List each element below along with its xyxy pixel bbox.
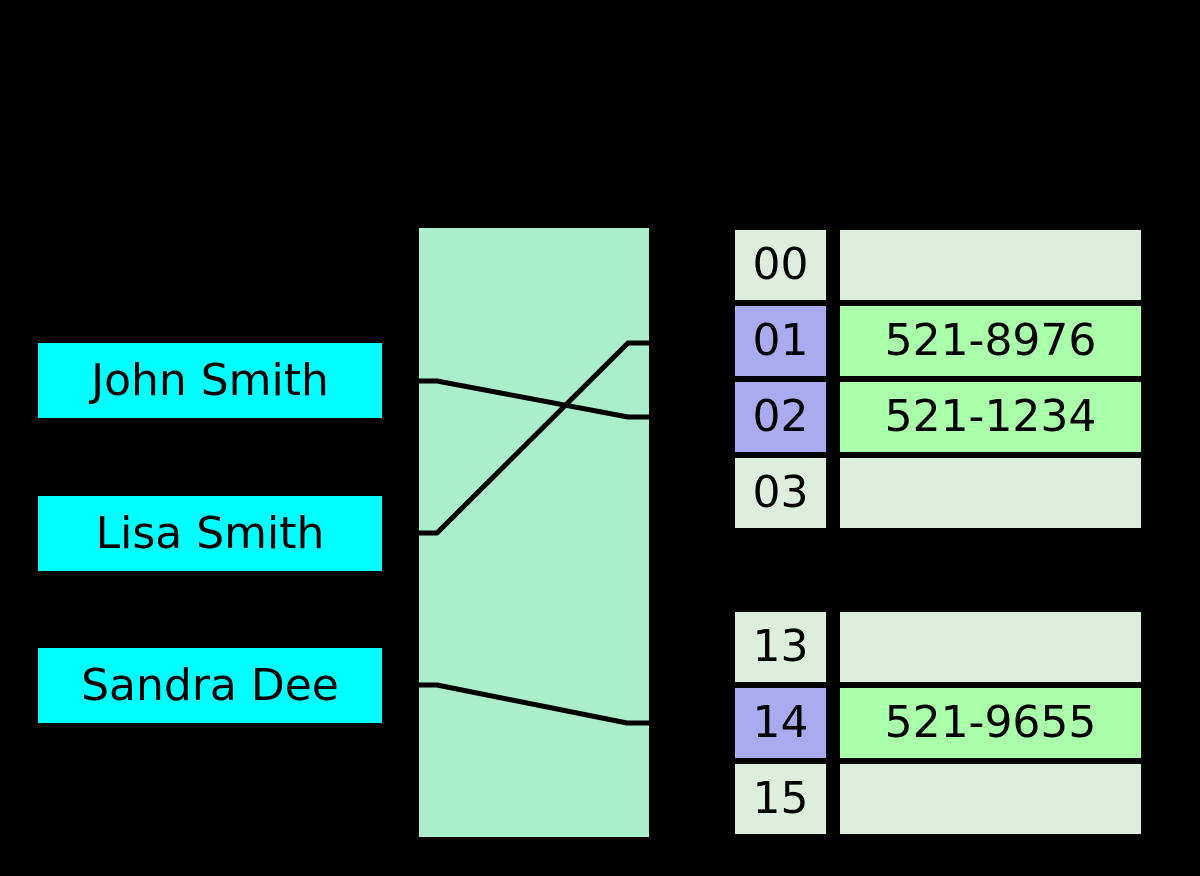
- bucket-index-13: 13: [735, 612, 826, 682]
- bucket-value-03: [840, 458, 1141, 528]
- key-sandra-dee: Sandra Dee: [38, 648, 382, 723]
- hash-function-box: [419, 228, 649, 837]
- bucket-value-02: 521-1234: [840, 382, 1141, 452]
- bucket-index-14: 14: [735, 688, 826, 758]
- connection-lisa-smith-to-bucket-01: [382, 340, 730, 536]
- bucket-index-01: 01: [735, 306, 826, 376]
- bucket-index-02: 02: [735, 382, 826, 452]
- bucket-value-01: 521-8976: [840, 306, 1141, 376]
- bucket-index-00: 00: [735, 230, 826, 300]
- key-john-smith-label: John Smith: [91, 354, 329, 406]
- bucket-index-15: 15: [735, 764, 826, 834]
- bucket-index-01-label: 01: [752, 315, 809, 366]
- bucket-value-00: [840, 230, 1141, 300]
- bucket-index-03: 03: [735, 458, 826, 528]
- bucket-value-13: [840, 612, 1141, 682]
- bucket-value-02-text: 521-1234: [884, 391, 1097, 442]
- bucket-index-13-label: 13: [752, 621, 809, 672]
- bucket-index-15-label: 15: [752, 773, 809, 824]
- bucket-value-14-text: 521-9655: [884, 697, 1097, 748]
- key-sandra-dee-label: Sandra Dee: [81, 659, 339, 711]
- bucket-index-00-label: 00: [752, 239, 809, 290]
- bucket-index-02-label: 02: [752, 391, 809, 442]
- bucket-index-14-label: 14: [752, 697, 809, 748]
- key-john-smith: John Smith: [38, 343, 382, 418]
- key-lisa-smith: Lisa Smith: [38, 496, 382, 571]
- bucket-value-14: 521-9655: [840, 688, 1141, 758]
- bucket-index-03-label: 03: [752, 467, 809, 518]
- key-lisa-smith-label: Lisa Smith: [95, 507, 325, 559]
- bucket-value-15: [840, 764, 1141, 834]
- connection-sandra-dee-to-bucket-14: [382, 682, 730, 726]
- bucket-value-01-text: 521-8976: [884, 315, 1097, 366]
- connection-john-smith-to-bucket-02: [382, 378, 730, 420]
